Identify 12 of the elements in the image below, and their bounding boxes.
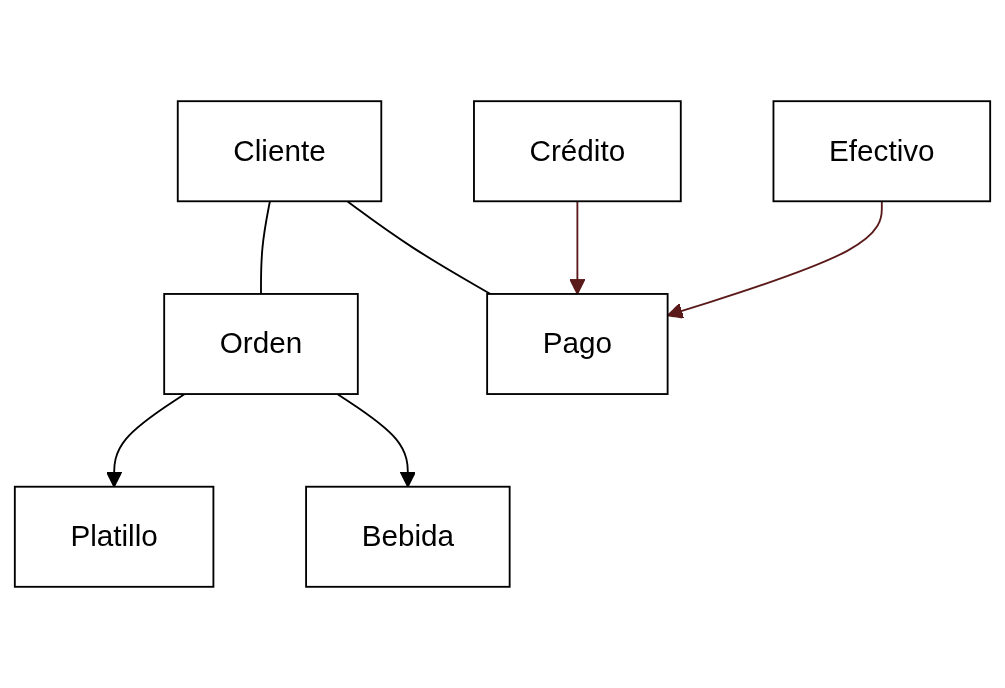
node-box: Bebida (305, 485, 511, 588)
node-box: Efectivo (772, 100, 992, 203)
arrow (336, 393, 417, 488)
node-box: Platillo (13, 485, 215, 588)
node-box: Crédito (473, 100, 682, 203)
node-box: Cliente (176, 100, 383, 203)
arrow (105, 393, 186, 488)
arrow (569, 200, 586, 295)
node-box: Orden (163, 293, 359, 395)
node-box: Pago (486, 293, 669, 395)
connector (260, 200, 271, 295)
connector (346, 200, 492, 295)
